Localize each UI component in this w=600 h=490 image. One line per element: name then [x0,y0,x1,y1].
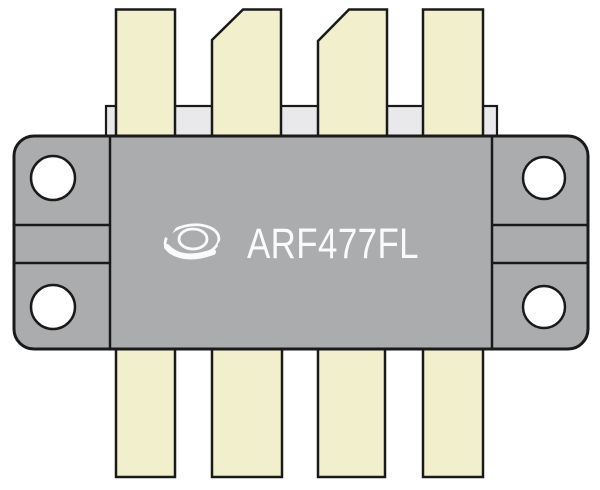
part-number-label: ARF477FL [247,220,419,268]
mounting-hole-bottom-right [521,284,567,330]
bottom-lead-3 [316,341,387,479]
mounting-hole-bottom-left [29,283,77,331]
bottom-lead-1 [114,341,177,479]
logo-bottom-crescent [164,244,216,260]
logo-ring-break-left [165,225,176,240]
apt-swirl-logo-icon [163,223,226,260]
top-lead-2-chamfered [210,8,283,144]
top-lead-3-chamfered [316,8,389,144]
bottom-lead-2 [210,341,284,479]
package-body [12,134,590,351]
logo-inner-blob [177,227,209,251]
bottom-lead-4 [421,341,485,479]
logo-ring-break-right [217,236,226,248]
top-lead-4 [421,8,485,144]
top-lead-1 [114,8,177,144]
mounting-hole-top-left [29,154,77,202]
mounting-hole-top-right [521,155,567,201]
